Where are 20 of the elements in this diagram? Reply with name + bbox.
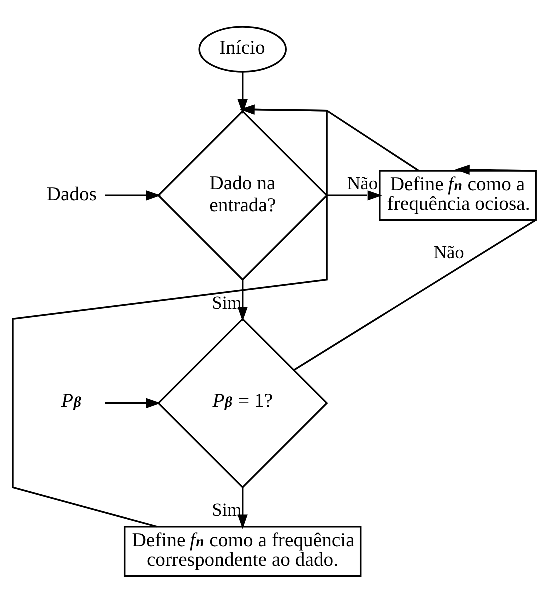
arrow — [105, 190, 162, 201]
edge-label: Sim — [212, 292, 242, 313]
arrow — [240, 104, 420, 172]
arrow — [328, 190, 382, 201]
node-diamond: Dado na entrada? — [157, 110, 328, 282]
node-text: Pβ — [62, 390, 82, 412]
node-text: Dados — [46, 183, 98, 206]
arrow — [238, 488, 248, 530]
edge-label: Não — [434, 242, 464, 263]
arrow — [238, 280, 248, 322]
arrow — [294, 164, 537, 371]
node-box: Define fn como a frequência correspondente ao dado. — [124, 526, 362, 577]
edge-label: Sim — [212, 500, 242, 520]
arrow — [12, 104, 328, 528]
node-diamond: Pβ = 1? — [157, 318, 328, 489]
edge-label: Não — [347, 174, 378, 194]
node-box: Define fn como a frequência ociosa. — [379, 170, 537, 222]
arrow — [105, 398, 162, 408]
arrow — [238, 72, 248, 114]
node-ellipse: Início — [198, 26, 287, 73]
